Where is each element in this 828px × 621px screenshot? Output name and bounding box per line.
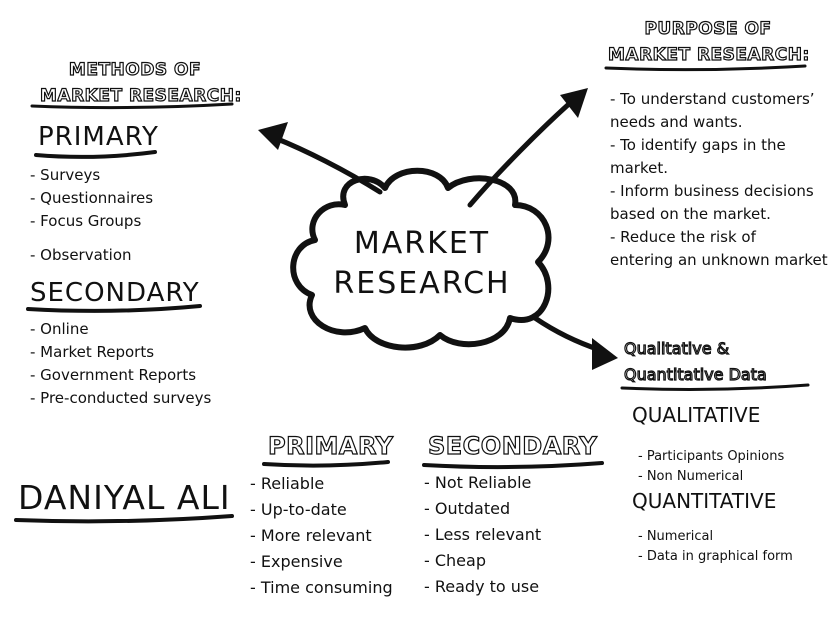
list-item: - Government Reports <box>30 366 197 384</box>
quantitative-heading: QUANTITATIVE <box>632 489 777 513</box>
underline-comparison-secondary <box>422 461 604 470</box>
underline-methods-title <box>30 102 234 110</box>
list-item: - Outdated <box>424 499 511 518</box>
list-item: - Surveys <box>30 166 101 184</box>
list-item: based on the market. <box>610 205 771 223</box>
list-item: - Cheap <box>424 551 486 570</box>
purpose-list: - To understand customers’ needs and wan… <box>610 88 828 272</box>
list-item: - Not Reliable <box>424 473 532 492</box>
arrowhead-data-types <box>592 338 618 370</box>
list-item: - Up-to-date <box>250 500 347 519</box>
methods-secondary-heading: SECONDARY <box>30 278 200 308</box>
center-label-line2: RESEARCH <box>333 266 511 301</box>
list-item: - Pre-conducted surveys <box>30 389 212 407</box>
list-item: - Less relevant <box>424 525 542 544</box>
list-item: needs and wants. <box>610 113 743 131</box>
list-item: market. <box>610 159 669 177</box>
methods-primary-list: - Surveys - Questionnaires - Focus Group… <box>30 164 153 233</box>
list-item: entering an unknown market. <box>610 251 828 269</box>
data-types-title: Qualitative & Quantitative Data <box>623 336 767 388</box>
list-item: - Non Numerical <box>638 469 744 484</box>
list-item: - Online <box>30 320 89 338</box>
data-types-title-line1: Qualitative & <box>623 338 730 358</box>
center-cloud-shape <box>290 167 552 351</box>
methods-title-line2: MARKET RESEARCH: <box>39 85 242 106</box>
list-item: - Reliable <box>250 474 325 493</box>
underline-author <box>14 514 234 524</box>
comparison-primary-list: - Reliable - Up-to-date - More relevant … <box>250 471 393 601</box>
purpose-title-line1: PURPOSE OF <box>644 18 772 39</box>
center-label-line1: MARKET <box>353 226 491 261</box>
underline-comparison-primary <box>262 460 390 468</box>
methods-title: METHODS OF MARKET RESEARCH: <box>39 57 242 109</box>
purpose-title: PURPOSE OF MARKET RESEARCH: <box>607 16 810 68</box>
methods-primary-extra: - Observation <box>30 246 132 264</box>
methods-secondary-list: - Online - Market Reports - Government R… <box>30 318 211 410</box>
arrowhead-methods <box>258 122 288 150</box>
quantitative-list: - Numerical - Data in graphical form <box>638 527 793 567</box>
underline-purpose-title <box>604 64 807 72</box>
arrow-to-purpose <box>467 100 573 208</box>
underline-methods-secondary <box>26 304 202 313</box>
list-item: - Expensive <box>250 552 343 571</box>
comparison-secondary-heading: SECONDARY <box>427 431 598 460</box>
arrowhead-purpose <box>560 88 588 118</box>
qualitative-heading: QUALITATIVE <box>632 403 761 427</box>
qualitative-list: - Participants Opinions - Non Numerical <box>638 447 784 487</box>
purpose-title-line2: MARKET RESEARCH: <box>607 44 810 65</box>
list-item: - Data in graphical form <box>638 549 793 564</box>
list-item: - Numerical <box>638 529 714 544</box>
list-item: - Inform business decisions <box>610 182 814 200</box>
list-item: - Reduce the risk of <box>610 228 756 246</box>
list-item: - To understand customers’ <box>610 90 815 108</box>
data-types-title-line2: Quantitative Data <box>623 364 767 384</box>
comparison-secondary-list: - Not Reliable - Outdated - Less relevan… <box>424 470 541 600</box>
comparison-primary-heading: PRIMARY <box>267 431 394 460</box>
list-item: - Time consuming <box>250 578 393 597</box>
list-item: - More relevant <box>250 526 372 545</box>
underline-methods-primary <box>34 150 157 159</box>
list-item: - Questionnaires <box>30 189 154 207</box>
list-item: - Participants Opinions <box>638 449 785 464</box>
arrow-to-data-types <box>532 315 603 353</box>
list-item: - Market Reports <box>30 343 155 361</box>
list-item: - Focus Groups <box>30 212 142 230</box>
center-label: MARKET RESEARCH <box>327 224 517 304</box>
underline-data-types-title <box>620 383 810 391</box>
list-item: - To identify gaps in the <box>610 136 786 154</box>
list-item: - Ready to use <box>424 577 540 596</box>
arrow-to-methods <box>272 135 383 195</box>
author-name: DANIYAL ALI <box>18 478 231 517</box>
methods-primary-heading: PRIMARY <box>38 122 159 152</box>
methods-title-line1: METHODS OF <box>68 59 202 80</box>
